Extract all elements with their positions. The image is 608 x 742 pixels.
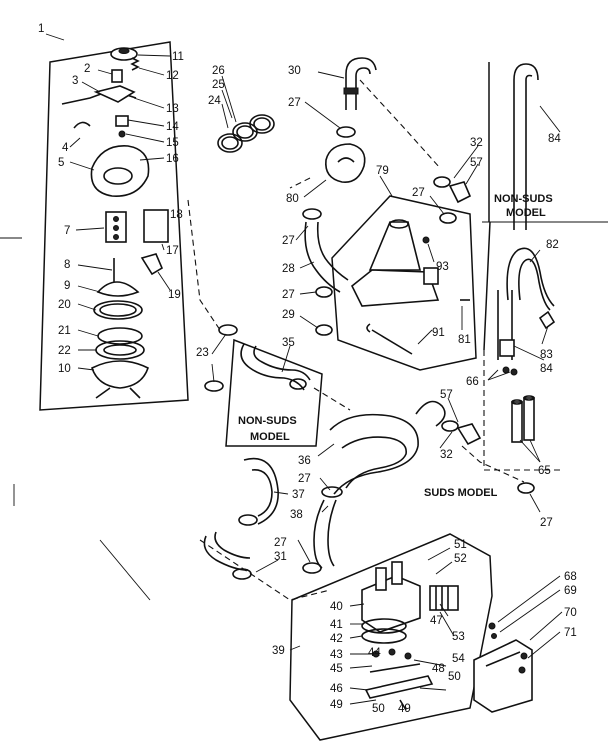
callout: 24	[208, 95, 221, 107]
callout: 4	[62, 142, 69, 154]
callout: 25	[212, 79, 225, 91]
ring-set	[217, 75, 275, 153]
callout: 10	[58, 363, 71, 375]
callout: 1	[38, 23, 44, 35]
callout: 83	[540, 349, 553, 361]
callout: 91	[432, 327, 445, 339]
callout: 15	[166, 137, 179, 149]
callout: 50	[372, 703, 385, 715]
callout: 65	[538, 465, 551, 477]
non-suds-right-label-line2: MODEL	[506, 207, 546, 219]
callout: 57	[470, 157, 483, 169]
callout: 47	[430, 615, 443, 627]
non-suds-box-label-line2: MODEL	[250, 431, 290, 443]
callout: 51	[454, 539, 467, 551]
callout: 43	[330, 649, 343, 661]
callout: 27	[282, 289, 295, 301]
pump-valve-group	[289, 57, 441, 198]
callout: 20	[58, 299, 71, 311]
callout: 13	[166, 103, 179, 115]
callout: 46	[330, 683, 343, 695]
callout: 27	[282, 235, 295, 247]
callout: 27	[412, 187, 425, 199]
callout: 32	[440, 449, 453, 461]
callout: 36	[298, 455, 311, 467]
callout: 44	[368, 647, 381, 659]
callout: 70	[564, 607, 577, 619]
callout: 82	[546, 239, 559, 251]
callout: 12	[166, 70, 179, 82]
callout: 49	[330, 699, 343, 711]
callout: 17	[166, 245, 179, 257]
suds-model-label: SUDS MODEL	[424, 487, 498, 499]
callout: 21	[58, 325, 71, 337]
callout: 27	[298, 473, 311, 485]
callout: 16	[166, 153, 179, 165]
callout: 2	[84, 63, 90, 75]
callout: 79	[376, 165, 389, 177]
callout: 28	[282, 263, 295, 275]
callout: 93	[436, 261, 449, 273]
motor-assembly-group	[289, 533, 493, 741]
non-suds-box-label-line1: NON-SUDS	[238, 415, 297, 427]
callout: 53	[452, 631, 465, 643]
non-suds-model-group	[429, 62, 608, 361]
callout: 39	[272, 645, 285, 657]
pump-housing-group	[331, 175, 477, 371]
margin-marks	[0, 237, 151, 601]
callout: 32	[470, 137, 483, 149]
callout: 37	[292, 489, 305, 501]
callout: 8	[64, 259, 70, 271]
model-labels: NON-SUDS MODEL NON-SUDS MODEL SUDS MODEL	[238, 193, 553, 499]
suds-model-group	[297, 397, 541, 574]
callout: 50	[448, 671, 461, 683]
callout: 27	[288, 97, 301, 109]
callout: 5	[58, 157, 64, 169]
valve-assembly-group	[39, 33, 189, 411]
callout: 54	[452, 653, 465, 665]
callout: 30	[288, 65, 301, 77]
drain-hose-group	[295, 208, 349, 336]
callout: 7	[64, 225, 70, 237]
callout: 52	[454, 553, 467, 565]
callout: 38	[290, 509, 303, 521]
callout-labels: 1 2 3 4 5 7 8 9 20 21 22 10 11 12 13 14 …	[38, 23, 577, 715]
callout: 45	[330, 663, 343, 675]
callout: 42	[330, 633, 343, 645]
callout: 35	[282, 337, 295, 349]
callout: 18	[170, 209, 183, 221]
callout: 84	[548, 133, 561, 145]
callout: 48	[432, 663, 445, 675]
callout: 26	[212, 65, 225, 77]
callout: 66	[466, 376, 479, 388]
callout: 69	[564, 585, 577, 597]
callout: 49	[398, 703, 411, 715]
callout: 3	[72, 75, 78, 87]
callout: 29	[282, 309, 295, 321]
callout: 80	[286, 193, 299, 205]
non-suds-box-group	[187, 199, 351, 447]
callout: 23	[196, 347, 209, 359]
mounting-bracket-group	[473, 575, 563, 713]
outlet-hose-group	[199, 457, 331, 601]
callout: 27	[540, 517, 553, 529]
suds-tube-group	[483, 350, 560, 471]
callout: 11	[172, 51, 184, 63]
callout: 68	[564, 571, 577, 583]
callout: 14	[166, 121, 179, 133]
callout: 71	[564, 627, 577, 639]
callout: 40	[330, 601, 343, 613]
callout: 9	[64, 280, 70, 292]
callout: 84	[540, 363, 553, 375]
callout: 81	[458, 334, 471, 346]
callout: 57	[440, 389, 453, 401]
non-suds-right-label-line1: NON-SUDS	[494, 193, 553, 205]
callout: 22	[58, 345, 71, 357]
callout: 27	[274, 537, 287, 549]
callout: 19	[168, 289, 181, 301]
callout: 31	[274, 551, 287, 563]
callout: 41	[330, 619, 343, 631]
